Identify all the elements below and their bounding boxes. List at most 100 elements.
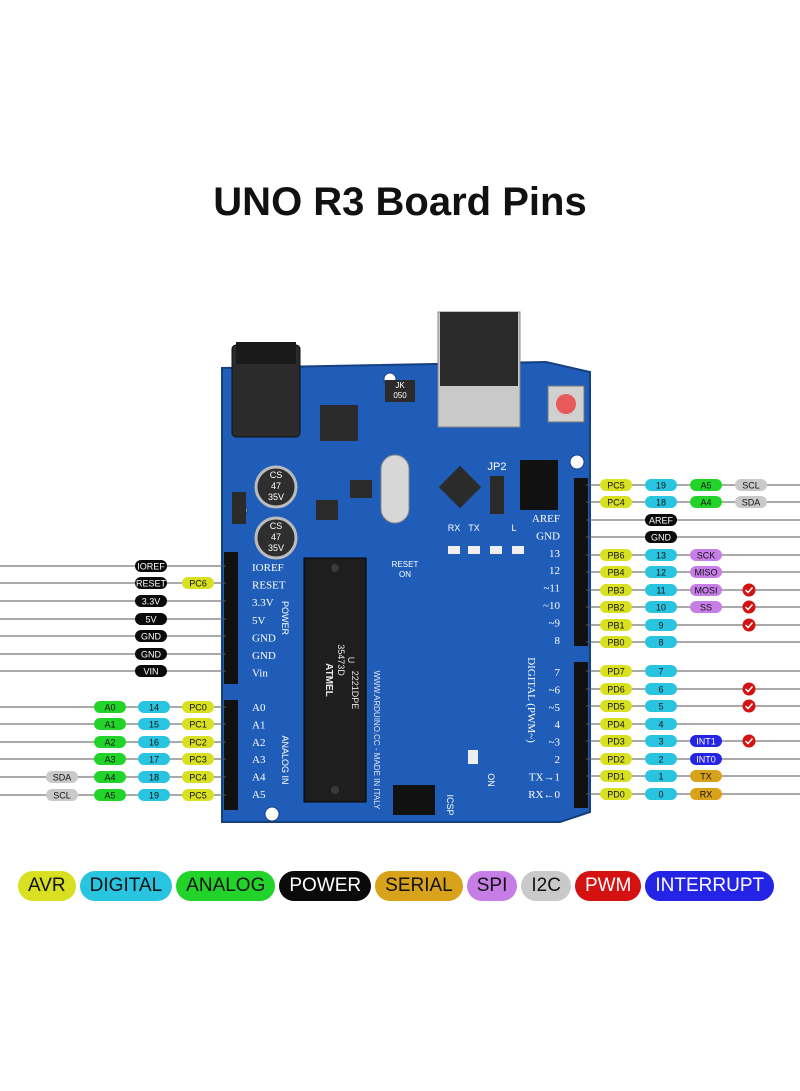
- l-led-label: L: [511, 523, 516, 533]
- legend-avr: AVR: [18, 871, 76, 901]
- legend-spi: SPI: [466, 871, 518, 901]
- dc-jack-front: [236, 342, 296, 364]
- board-header-label: 13: [549, 548, 561, 560]
- digital-header-top: [574, 478, 588, 646]
- pin-tag-label: 0: [658, 790, 663, 800]
- led: [468, 546, 480, 554]
- pin-tag-label: MOSI: [694, 586, 717, 596]
- mounting-hole: [264, 806, 280, 822]
- pin-tag-pill: [645, 566, 677, 578]
- pin-tag-analog: A3: [94, 753, 126, 765]
- pin-tag-label: 17: [149, 755, 159, 765]
- crystal-oscillator: [380, 454, 410, 524]
- pin-tag-label: PB3: [607, 586, 624, 596]
- pin-tag-label: RESET: [136, 579, 167, 589]
- pin-tag-label: 5V: [145, 615, 156, 625]
- board-header-label: A5: [252, 789, 266, 801]
- led: [448, 546, 460, 554]
- pin-tag-pill: [690, 770, 722, 782]
- board-header-label: 3.3V: [252, 597, 274, 609]
- usb-connector-top: [440, 312, 518, 386]
- pin-tag-label: 18: [656, 498, 666, 508]
- pin-tag-power: AREF: [645, 514, 677, 526]
- pin-tag-power: RESET: [135, 577, 167, 589]
- pin-tag-pill: [600, 770, 632, 782]
- pin-tag-avr: PB2: [600, 601, 632, 613]
- pin-tag-pill: [600, 584, 632, 596]
- pin-tag-label: PD2: [607, 755, 625, 765]
- usb-chip: [438, 465, 482, 509]
- pin-tag-analog: A4: [690, 496, 722, 508]
- pin-tag-pill: [645, 735, 677, 747]
- pin-tag-avr: PD4: [600, 718, 632, 730]
- pin-tag-avr: PC5: [600, 479, 632, 491]
- pin-tag-digital: 6: [645, 683, 677, 695]
- pin-tag-label: 13: [656, 551, 666, 561]
- pin-tag-label: 18: [149, 773, 159, 783]
- board-header-label: A2: [252, 737, 265, 749]
- pin-tag-label: RX: [700, 790, 713, 800]
- pwm-icon: [742, 618, 756, 632]
- pin-tag-label: 19: [149, 791, 159, 801]
- pin-tag-digital: 0: [645, 788, 677, 800]
- pin-tag-label: PD3: [607, 737, 625, 747]
- pin-tag-pill: [138, 789, 170, 801]
- component: [316, 500, 338, 520]
- pin-tag-avr: PC6: [182, 577, 214, 589]
- pin-tag-pill: [690, 479, 722, 491]
- pin-tag-label: PC5: [607, 481, 625, 491]
- pin-tag-digital: 5: [645, 700, 677, 712]
- pin-tag-label: PD0: [607, 790, 625, 800]
- pin-tag-avr: PD6: [600, 683, 632, 695]
- pin-tag-label: A3: [104, 755, 115, 765]
- pin-tag-avr: PD5: [600, 700, 632, 712]
- board-header-label: 2: [555, 754, 561, 766]
- pin-tag-label: 3: [658, 737, 663, 747]
- reset-on-label-1: RESET: [392, 560, 419, 569]
- pin-tag-pill: [135, 648, 167, 660]
- pin-tag-digital: 18: [645, 496, 677, 508]
- board-header-label: 5V: [252, 615, 266, 627]
- pin-tag-pill: [600, 496, 632, 508]
- pin-tag-pill: [645, 636, 677, 648]
- pin-tag-i2c: SCL: [735, 479, 767, 491]
- board-header-label: 12: [549, 565, 560, 577]
- pin-tag-analog: A5: [690, 479, 722, 491]
- pin-tag-label: 8: [658, 638, 663, 648]
- board-header-label: 7: [555, 667, 561, 679]
- pin-tag-label: GND: [651, 533, 672, 543]
- pin-tag-interrupt: INT0: [690, 753, 722, 765]
- chip-part: 35473D: [336, 644, 346, 676]
- capacitor-1: CS 47 35V: [254, 465, 298, 509]
- pin-tag-digital: 2: [645, 753, 677, 765]
- pin-tag-spi: MISO: [690, 566, 722, 578]
- mounting-hole: [569, 454, 585, 470]
- pin-tag-pill: [138, 736, 170, 748]
- board-header-label: 8: [555, 635, 561, 647]
- cap2-line3: 35V: [268, 543, 284, 553]
- pin-tag-pill: [645, 601, 677, 613]
- pin-tag-pill: [46, 771, 78, 783]
- pin-tag-digital: 7: [645, 665, 677, 677]
- pin-tag-pill: [138, 753, 170, 765]
- board-header-label: RX←0: [528, 789, 560, 801]
- pin-tag-spi: SS: [690, 601, 722, 613]
- pin-tag-pill: [600, 619, 632, 631]
- pwm-icon: [742, 682, 756, 696]
- chip-made-label: WWW.ARDUINO.CC - MADE IN ITALY: [372, 671, 381, 810]
- pin-tag-label: PC3: [189, 755, 207, 765]
- power-section-label: POWER: [280, 601, 290, 636]
- pin-tag-label: PD5: [607, 702, 625, 712]
- pin-tag-pill: [600, 753, 632, 765]
- pin-tag-pill: [645, 479, 677, 491]
- chip-sub: U: [346, 657, 356, 664]
- pin-tag-label: PB2: [607, 603, 624, 613]
- pin-tag-label: INT0: [696, 755, 716, 765]
- pin-tag-label: AREF: [649, 516, 674, 526]
- pin-tag-label: INT1: [696, 737, 716, 747]
- pin-tag-power: IOREF: [135, 560, 167, 572]
- power-header: [224, 552, 238, 684]
- pin-tag-pill: [135, 613, 167, 625]
- pin-tag-pill: [94, 736, 126, 748]
